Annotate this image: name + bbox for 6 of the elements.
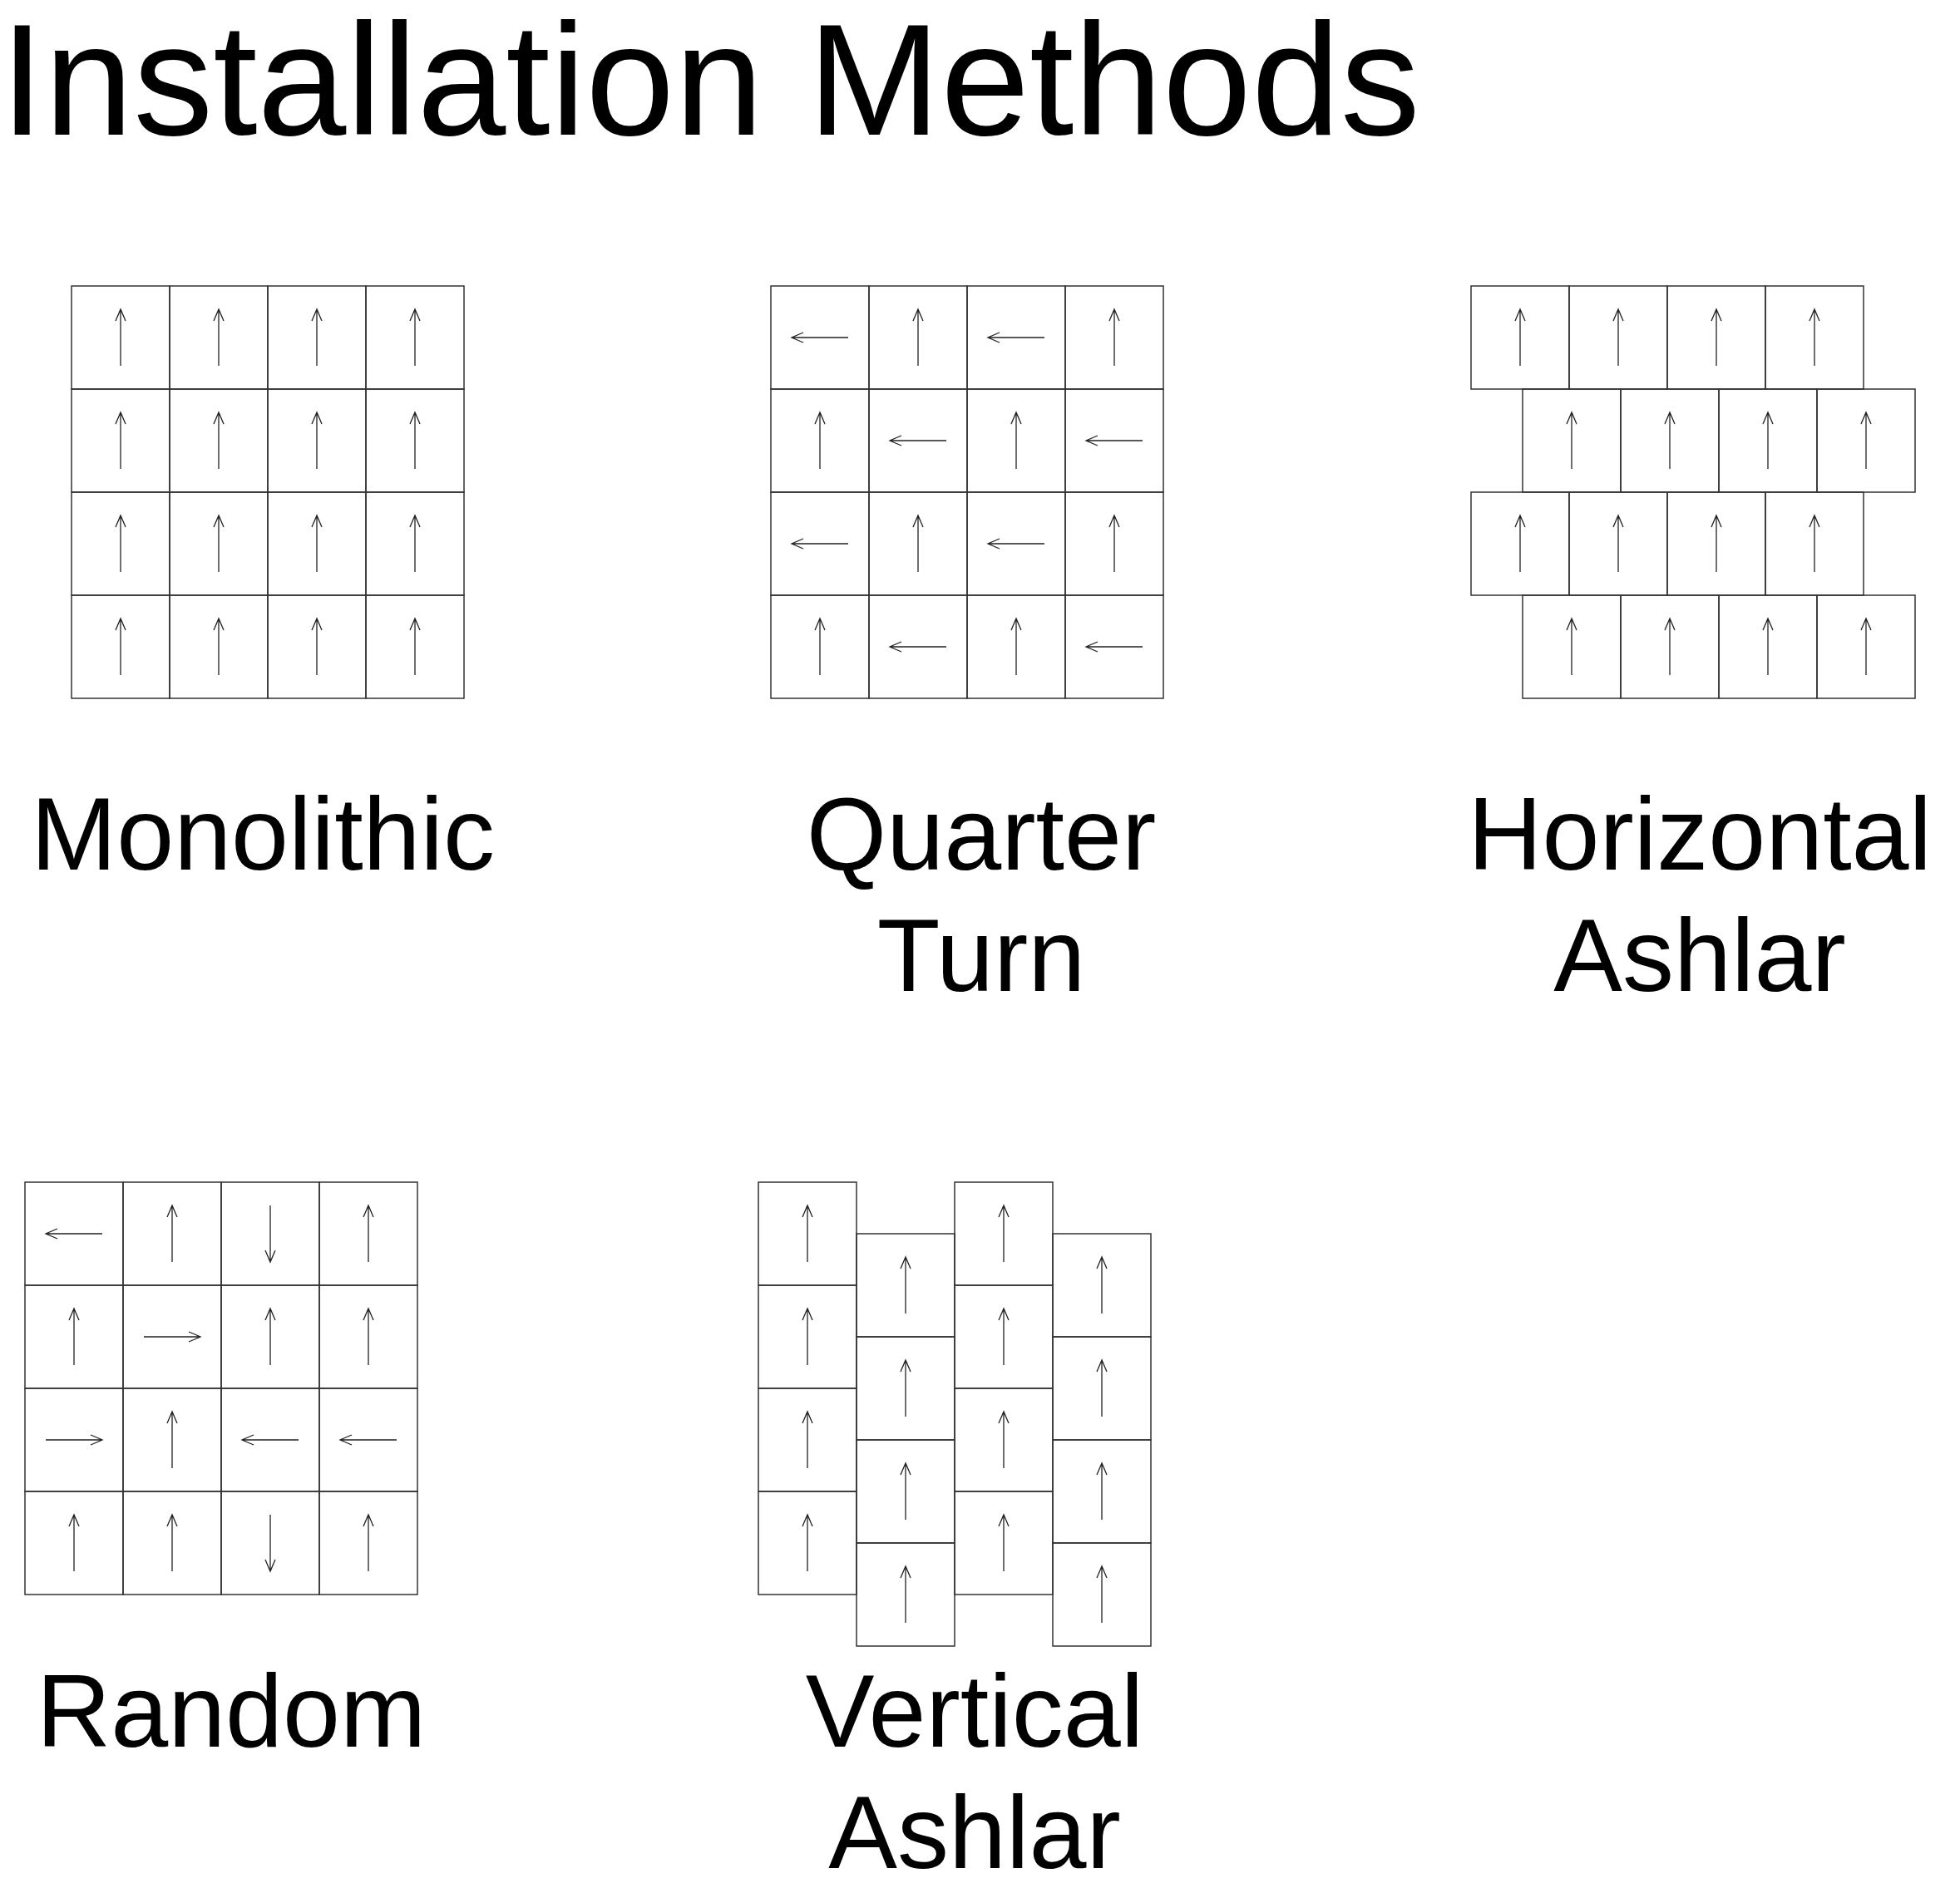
pattern-caption: Monolithic xyxy=(29,776,496,893)
pattern-caption: Random xyxy=(35,1653,427,1770)
pattern-caption: Vertical Ashlar xyxy=(804,1653,1145,1883)
pattern-caption: Horizontal Ashlar xyxy=(1466,776,1933,1014)
title: Installation Methods xyxy=(0,0,1420,168)
pattern-caption: Quarter Turn xyxy=(805,776,1158,1014)
